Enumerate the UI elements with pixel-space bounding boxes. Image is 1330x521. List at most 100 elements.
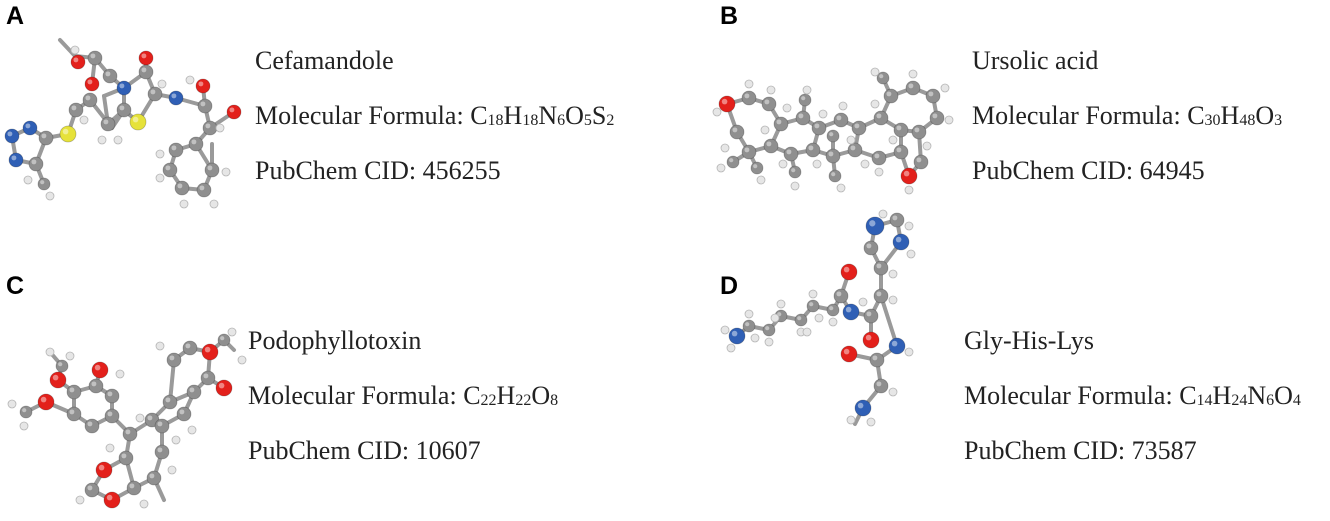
hydrogen-atom [45,191,55,201]
carbon-atom [68,102,84,118]
carbon-atom [729,124,745,140]
oxygen-atom [103,491,121,509]
molecular-formula: Molecular Formula: C22H22O8 [248,381,558,411]
carbon-atom [833,288,849,304]
formula-subscript: 30 [1204,112,1221,129]
atom-highlight [98,464,105,471]
nitrogen-atom [728,327,746,345]
carbon-atom [913,154,929,170]
cid-label: PubChem CID: [964,436,1132,465]
atom-highlight [876,263,882,269]
carbon-atom [37,177,51,191]
sulfur-atom [129,113,147,131]
molecular-formula: Molecular Formula: C14H24N6O4 [964,381,1301,411]
atoms [7,327,247,509]
carbon-atom [202,120,218,136]
atom-highlight [62,128,69,135]
formula-subscript: 48 [1239,112,1256,129]
compound-name: Cefamandole [255,46,394,75]
carbon-atom [176,406,192,422]
atom-highlight [896,125,902,131]
hydrogen-atom [802,85,812,95]
cid-value: 456255 [422,156,501,185]
atom-highlight [797,316,802,321]
nitrogen-atom [116,80,132,96]
formula-subscript: 6 [1266,392,1275,409]
atom-highlight [132,116,139,123]
hydrogen-atom [227,327,237,337]
hydrogen-atom [812,159,822,169]
formula-element: N [538,101,558,130]
hydrogen-atom [167,465,177,475]
compound-name: Podophyllotoxin [248,326,422,355]
carbon-atom [788,165,802,179]
carbon-atom [869,352,885,368]
carbon-atom [911,124,927,140]
carbon-atom [162,394,178,410]
atom-highlight [776,119,782,125]
atom-highlight [189,387,195,393]
atom-highlight [147,415,153,421]
pubchem-cid: PubChem CID: 10607 [248,436,481,466]
carbon-atom [893,122,909,138]
cid-label: PubChem CID: [248,436,416,465]
atoms [4,45,242,209]
atom-highlight [854,123,860,129]
carbon-atom [182,340,198,356]
hydrogen-atom [908,69,918,79]
panel-c: C Podophyllotoxin Molecular [0,260,665,521]
oxygen-atom [840,263,858,281]
nitrogen-atom [8,152,24,168]
hydrogen-atom [904,347,914,357]
oxygen-atom [862,331,880,349]
atom-highlight [157,421,163,427]
formula-element: C [463,381,481,410]
carbon-atom [726,155,740,169]
atom-highlight [177,183,183,189]
atom-highlight [165,397,171,403]
atom-highlight [165,165,171,171]
atom-highlight [31,159,37,165]
hydrogen-atom [155,149,165,159]
carbon-atom [100,116,116,132]
atom-highlight [744,147,750,153]
molecular-formula: Molecular Formula: C18H18N6O5S2 [255,101,614,131]
atom-highlight [191,139,197,145]
atom-highlight [90,53,96,59]
oxygen-atom [201,343,219,361]
atom-highlight [798,113,804,119]
hydrogen-atom [874,167,884,177]
hydrogen-atom [70,45,80,55]
atom-highlight [836,291,842,297]
atom-highlight [40,396,47,403]
carbon-atom [905,80,921,96]
hydrogen-atom [764,337,774,347]
hydrogen-atom [155,341,165,351]
atom-highlight [25,123,31,129]
atom-highlight [829,132,834,137]
atom-highlight [121,453,127,459]
atom-highlight [71,105,77,111]
atom-highlight [129,483,135,489]
formula-element: O [1255,101,1275,130]
atom-highlight [857,402,864,409]
atom-highlight [850,145,856,151]
hydrogen-atom [157,79,167,89]
atom-highlight [745,322,750,327]
carbon-atom [851,120,867,136]
hydrogen-atom [744,309,754,319]
formula-subscript: 2 [606,112,615,129]
hydrogen-atom [802,327,812,337]
atom-highlight [721,98,728,105]
carbon-atom [742,319,756,333]
hydrogen-atom [944,115,954,125]
atom-highlight [892,215,898,221]
atom-highlight [914,127,920,133]
carbon-atom [826,303,840,317]
formula-subscript: 18 [487,112,504,129]
oxygen-atom [70,54,86,70]
carbon-atom [104,408,120,424]
formula-element: H [1212,381,1232,410]
atom-highlight [928,91,934,97]
formula-subscript: 3 [1274,112,1283,129]
